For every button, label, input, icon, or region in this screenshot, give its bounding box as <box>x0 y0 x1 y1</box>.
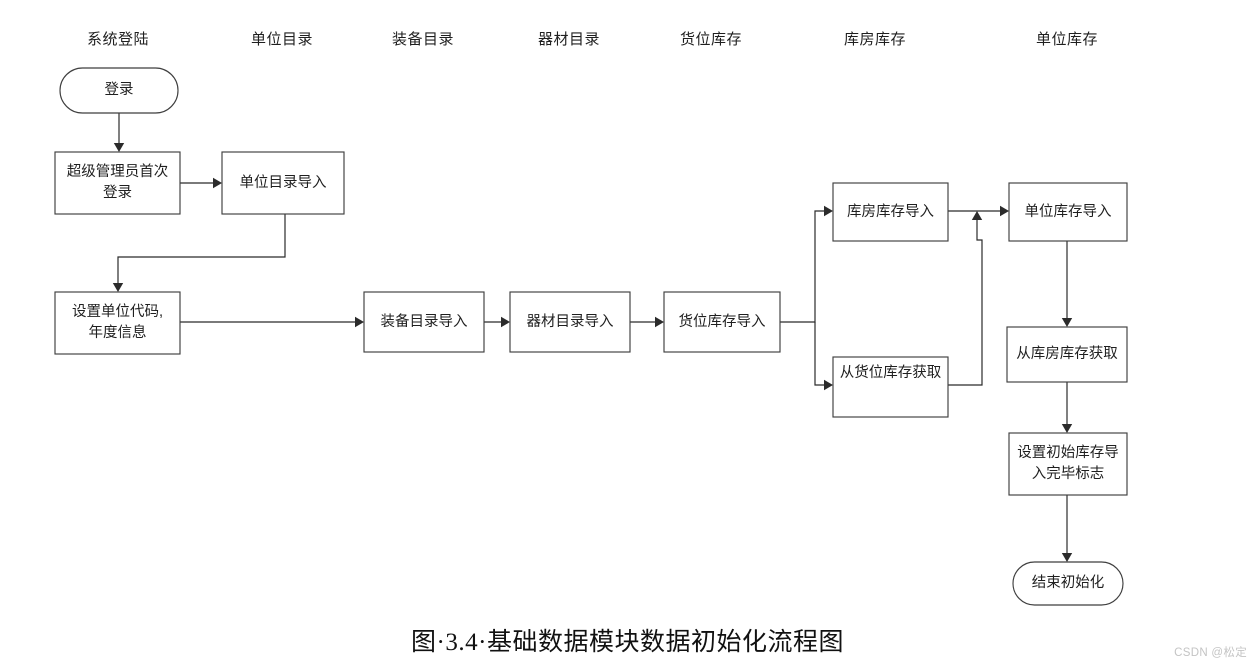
node-warehouse-inventory-import[interactable] <box>832 182 949 242</box>
edge-e-slot-split-up <box>780 205 833 323</box>
column-header-col-material-catalog: 器材目录 <box>537 31 600 48</box>
column-header-col-unit-inventory: 单位库存 <box>1035 31 1098 48</box>
edge-e-unit-catalog-to-set-code <box>112 214 286 292</box>
edge-e-login-to-admin <box>113 113 125 152</box>
column-header-col-slot-inventory: 货位库存 <box>679 31 742 48</box>
edge-e-flag-to-end <box>1061 495 1073 562</box>
column-header-col-equipment-catalog: 装备目录 <box>391 31 454 48</box>
node-set-unit-code-year[interactable] <box>54 291 181 355</box>
watermark: CSDN @松定 <box>1174 647 1247 659</box>
column-header-col-warehouse-inventory: 库房库存 <box>843 31 906 48</box>
node-super-admin-first-login[interactable] <box>54 151 181 215</box>
edge-e-slot-split-down <box>814 322 833 391</box>
edge-e-material-to-slot <box>630 316 664 328</box>
node-set-init-inventory-done-flag[interactable] <box>1008 432 1128 496</box>
edge-e-set-code-to-equipment <box>180 316 364 328</box>
edges-layer <box>112 113 1073 562</box>
edge-e-admin-to-unit-catalog <box>180 177 222 189</box>
node-login[interactable] <box>59 67 179 114</box>
node-end-init[interactable] <box>1012 561 1124 606</box>
nodes-layer <box>54 67 1128 606</box>
node-unit-inventory-import[interactable] <box>1008 182 1128 242</box>
node-equipment-catalog-import[interactable] <box>363 291 485 353</box>
column-header-col-unit-catalog: 单位目录 <box>250 31 313 48</box>
column-header-col-system-login: 系统登陆 <box>86 31 149 48</box>
edge-e-slot-get-merge-up <box>948 211 983 386</box>
edge-e-warehouse-to-unit-inv <box>948 205 1009 217</box>
node-material-catalog-import[interactable] <box>509 291 631 353</box>
edge-e-get-warehouse-to-flag <box>1061 382 1073 433</box>
node-get-from-slot-inventory[interactable] <box>832 356 949 418</box>
node-get-from-warehouse-inventory[interactable] <box>1006 326 1128 383</box>
edge-e-unit-inv-to-get-warehouse <box>1061 241 1073 327</box>
edge-e-equipment-to-material <box>484 316 510 328</box>
node-unit-catalog-import[interactable] <box>221 151 345 215</box>
node-slot-inventory-import[interactable] <box>663 291 781 353</box>
figure-caption: 图·3.4·基础数据模块数据初始化流程图 <box>411 629 844 656</box>
